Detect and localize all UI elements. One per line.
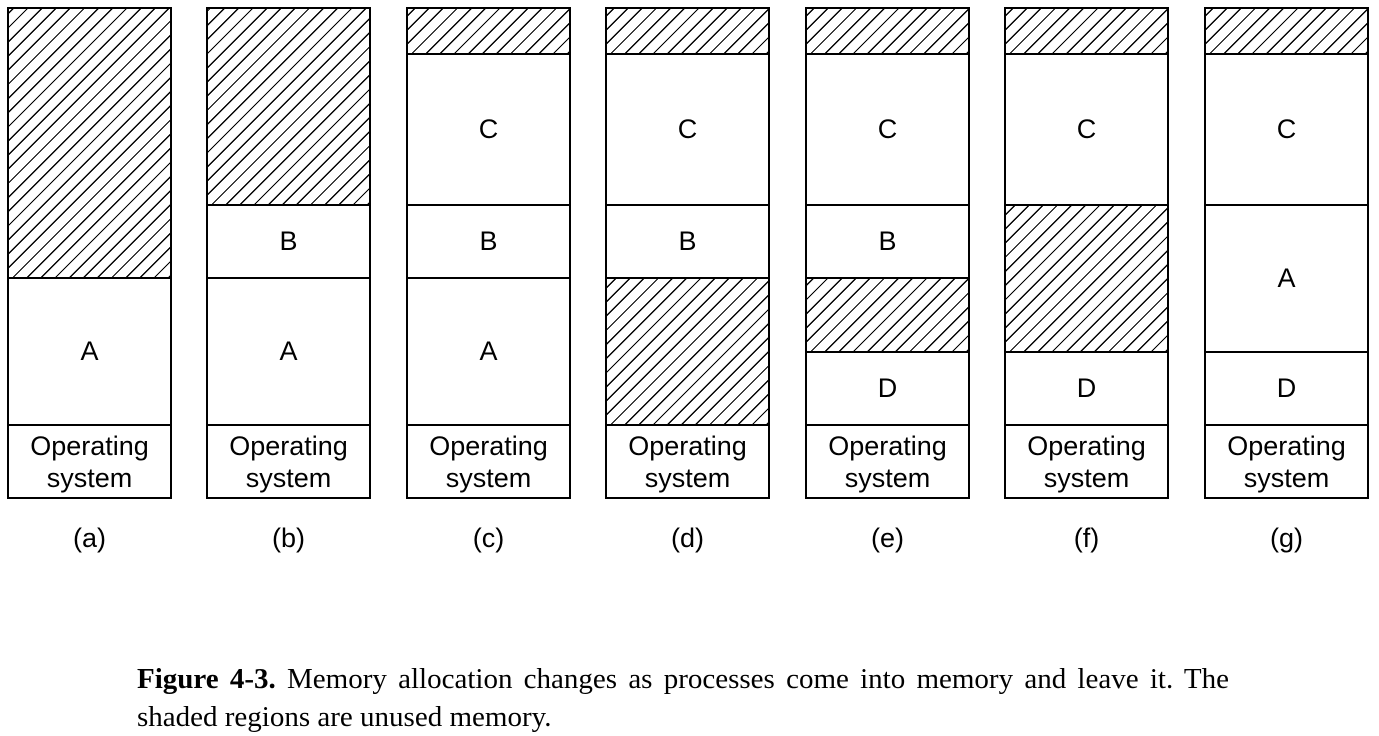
unused-memory-region <box>408 9 569 53</box>
process-label: C <box>1076 114 1097 144</box>
process-region: D <box>807 351 968 424</box>
column-label: (a) <box>73 523 106 553</box>
os-label-line: Operating <box>628 430 747 461</box>
process-label: B <box>479 226 498 256</box>
process-region: A <box>208 277 369 424</box>
process-label: A <box>80 336 99 366</box>
unused-memory-region <box>607 277 768 424</box>
unused-memory-region <box>807 9 968 53</box>
process-region: B <box>807 204 968 277</box>
process-region: A <box>1206 204 1367 351</box>
unused-memory-region <box>1206 9 1367 53</box>
column-label: (d) <box>671 523 704 553</box>
os-label-line: Operating <box>1227 430 1346 461</box>
column-label: (e) <box>871 523 904 553</box>
os-label-line: system <box>1243 462 1330 493</box>
process-label: A <box>479 336 498 366</box>
process-region: B <box>408 204 569 277</box>
os-label-line: Operating <box>229 430 348 461</box>
os-label-line: Operating <box>828 430 947 461</box>
process-region: C <box>1206 53 1367 204</box>
os-label-line: system <box>245 462 332 493</box>
os-label-line: system <box>844 462 931 493</box>
os-label-line: system <box>644 462 731 493</box>
os-label-line: system <box>445 462 532 493</box>
process-label: B <box>678 226 697 256</box>
os-label-line: Operating <box>30 430 149 461</box>
unused-memory-region <box>1006 204 1167 351</box>
process-region: C <box>807 53 968 204</box>
process-label: C <box>478 114 499 144</box>
process-label: D <box>1076 373 1097 403</box>
process-label: C <box>1276 114 1297 144</box>
process-region: C <box>607 53 768 204</box>
column-label: (c) <box>472 523 505 553</box>
process-label: A <box>279 336 298 366</box>
process-region: A <box>9 277 170 424</box>
process-label: D <box>877 373 898 403</box>
unused-memory-region <box>9 9 170 277</box>
process-region: C <box>1006 53 1167 204</box>
process-region: D <box>1006 351 1167 424</box>
os-label-line: Operating <box>1027 430 1146 461</box>
os-label-line: system <box>1043 462 1130 493</box>
os-label-line: system <box>46 462 133 493</box>
process-label: A <box>1277 263 1296 293</box>
unused-memory-region <box>1006 9 1167 53</box>
process-label: B <box>279 226 298 256</box>
process-region: A <box>408 277 569 424</box>
column-label: (f) <box>1073 523 1100 553</box>
process-region: B <box>607 204 768 277</box>
unused-memory-region <box>208 9 369 204</box>
caption-text: Memory allocation changes as processes c… <box>137 663 1229 733</box>
process-label: B <box>878 226 897 256</box>
process-region: D <box>1206 351 1367 424</box>
process-label: C <box>677 114 698 144</box>
process-region: C <box>408 53 569 204</box>
process-region: B <box>208 204 369 277</box>
figure-caption: Figure 4-3. Memory allocation changes as… <box>137 660 1229 736</box>
figure-label: Figure 4-3. <box>137 663 276 695</box>
unused-memory-region <box>807 277 968 351</box>
os-label-line: Operating <box>429 430 548 461</box>
process-label: C <box>877 114 898 144</box>
process-label: D <box>1276 373 1297 403</box>
unused-memory-region <box>607 9 768 53</box>
column-label: (b) <box>272 523 305 553</box>
column-label: (g) <box>1270 523 1303 553</box>
